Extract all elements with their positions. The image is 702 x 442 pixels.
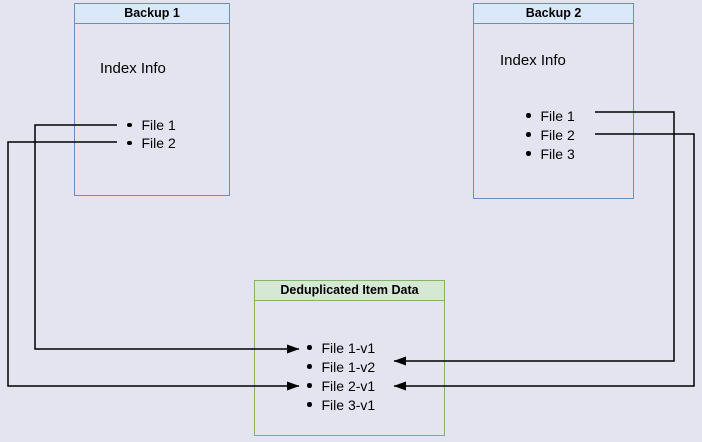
backup1-index-info-label: Index Info xyxy=(100,60,166,77)
backup1-header: Backup 1 xyxy=(75,4,229,24)
file-label: File 1-v1 xyxy=(321,339,376,356)
bullet-dot-icon xyxy=(307,383,312,388)
dedup-file-list: File 1-v1 File 1-v2 File 2-v1 File 3-v1 xyxy=(307,338,375,414)
file-label: File 1 xyxy=(141,117,176,133)
list-item: File 2 xyxy=(127,134,176,152)
backup2-header: Backup 2 xyxy=(474,4,633,24)
bullet-dot-icon xyxy=(127,140,132,146)
list-item: File 3 xyxy=(526,144,575,163)
list-item: File 3-v1 xyxy=(307,395,375,414)
bullet-dot-icon xyxy=(127,122,132,128)
list-item: File 1 xyxy=(526,106,575,125)
backup2-file-list: File 1 File 2 File 3 xyxy=(526,106,575,163)
backup1-title: Backup 1 xyxy=(124,6,180,20)
file-label: File 1-v2 xyxy=(321,358,376,375)
dedup-title: Deduplicated Item Data xyxy=(280,283,419,297)
backup2-box: Backup 2 Index Info File 1 File 2 File 3 xyxy=(473,3,634,199)
file-label: File 2 xyxy=(141,135,176,151)
backup1-file-list: File 1 File 2 xyxy=(127,116,176,152)
backup2-index-info-label: Index Info xyxy=(500,52,566,69)
backup1-box: Backup 1 Index Info File 1 File 2 xyxy=(74,3,230,196)
list-item: File 1-v2 xyxy=(307,357,375,376)
bullet-dot-icon xyxy=(307,402,312,407)
bullet-dot-icon xyxy=(526,132,531,137)
file-label: File 2 xyxy=(540,126,575,143)
list-item: File 1 xyxy=(127,116,176,134)
bullet-dot-icon xyxy=(307,345,312,350)
dedup-header: Deduplicated Item Data xyxy=(255,281,444,301)
list-item: File 2 xyxy=(526,125,575,144)
bullet-dot-icon xyxy=(307,364,312,369)
backup2-title: Backup 2 xyxy=(525,6,582,20)
file-label: File 2-v1 xyxy=(321,377,376,394)
bullet-dot-icon xyxy=(526,113,531,118)
file-label: File 1 xyxy=(540,107,575,124)
bullet-dot-icon xyxy=(526,151,531,156)
file-label: File 3 xyxy=(540,145,575,162)
file-label: File 3-v1 xyxy=(321,396,376,413)
list-item: File 1-v1 xyxy=(307,338,375,357)
list-item: File 2-v1 xyxy=(307,376,375,395)
dedup-box: Deduplicated Item Data File 1-v1 File 1-… xyxy=(254,280,445,436)
